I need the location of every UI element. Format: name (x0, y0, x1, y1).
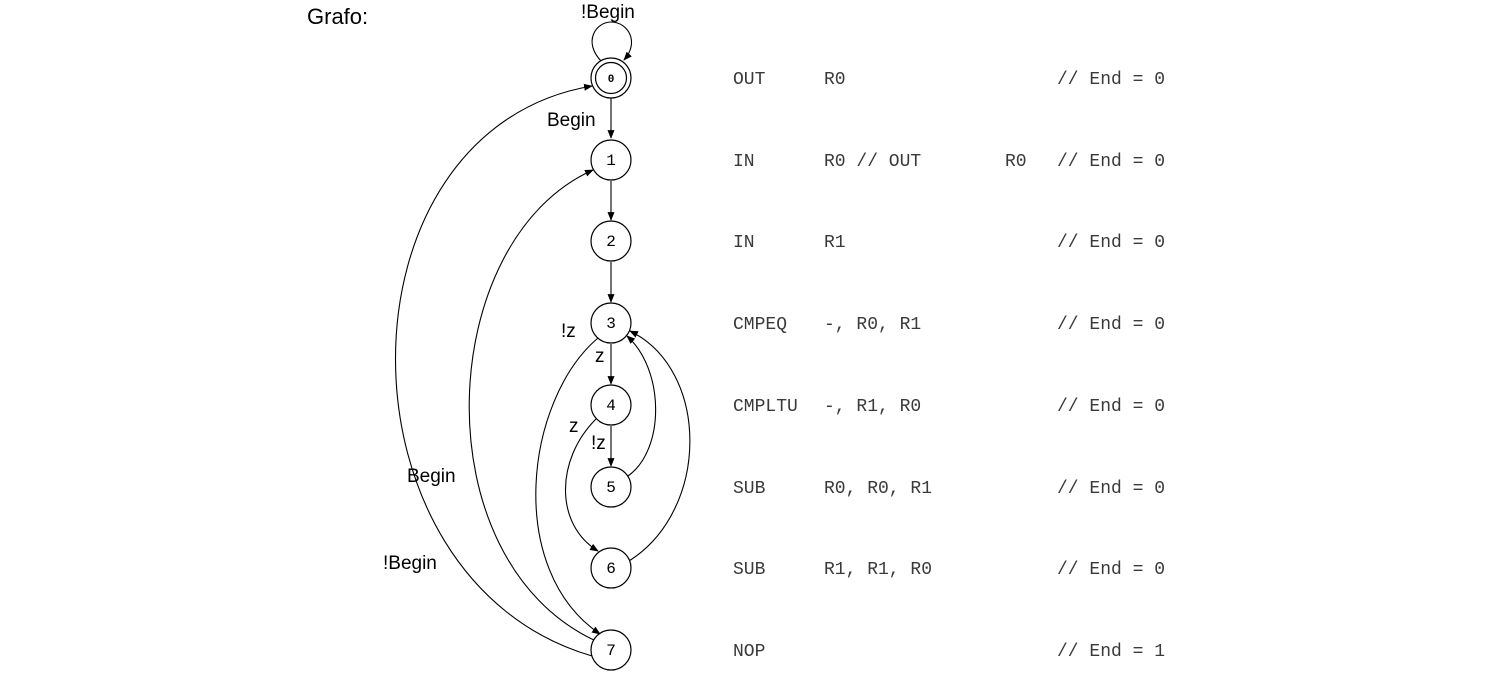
edge-label-0-1: Begin (547, 110, 596, 131)
state-0-inner-circle (594, 61, 628, 95)
state-6-circle (590, 547, 632, 589)
edge-6-3 (628, 330, 691, 562)
state-1-label: 1 (606, 152, 616, 170)
code-comment: // End = 0 (1057, 560, 1165, 580)
state-3: 3 (590, 302, 632, 344)
code-op: SUB (733, 560, 766, 580)
edge-3-7 (535, 337, 601, 635)
state-0: 0 (590, 57, 632, 99)
state-2-label: 2 (606, 233, 616, 251)
code-line-2: IN R1 // End = 0 (733, 233, 1165, 253)
edges (394, 21, 691, 657)
code-comment: // End = 0 (1057, 315, 1165, 335)
state-3-label: 3 (606, 315, 616, 333)
code-listing: OUT R0 // End = 0 IN R0 // OUT R0 // End… (733, 70, 1165, 662)
edge-5-3 (626, 335, 657, 477)
state-3-circle (590, 302, 632, 344)
edge-label-4-5: !z (591, 433, 606, 454)
edge-label-4-6: z (569, 416, 579, 437)
state-4-circle (590, 384, 632, 426)
code-comment: // End = 0 (1057, 152, 1165, 172)
code-args: R1, R1, R0 (824, 560, 932, 580)
code-line-5: SUB R0, R0, R1 // End = 0 (733, 479, 1165, 499)
state-2: 2 (590, 220, 632, 262)
code-comment: // End = 0 (1057, 233, 1165, 253)
code-line-1: IN R0 // OUT R0 // End = 0 (733, 152, 1165, 172)
edge-7-0 (394, 83, 593, 657)
edge-label-self-0: !Begin (581, 2, 635, 23)
graph-title: Grafo: (307, 4, 368, 29)
state-0-label: 0 (608, 74, 615, 86)
edge-label-7-0: !Begin (383, 553, 437, 574)
code-comment: // End = 0 (1057, 397, 1165, 417)
code-comment: // End = 1 (1057, 642, 1165, 662)
code-line-7: NOP // End = 1 (733, 642, 1165, 662)
code-args: -, R1, R0 (824, 397, 921, 417)
state-4: 4 (590, 384, 632, 426)
code-args: R0, R0, R1 (824, 479, 932, 499)
state-5-label: 5 (606, 479, 616, 497)
edge-labels: !Begin Begin !z z z !z Begin !Begin (383, 2, 635, 574)
code-line-0: OUT R0 // End = 0 (733, 70, 1165, 90)
code-comment: // End = 0 (1057, 479, 1165, 499)
state-2-circle (590, 220, 632, 262)
code-args: R0 // OUT (824, 152, 921, 172)
edge-label-3-7: !z (561, 321, 576, 342)
code-line-6: SUB R1, R1, R0 // End = 0 (733, 560, 1165, 580)
code-op: SUB (733, 479, 766, 499)
state-7: 7 (590, 629, 632, 671)
edge-label-7-1: Begin (407, 466, 456, 487)
edge-label-3-4: z (595, 346, 605, 367)
state-6-label: 6 (606, 560, 616, 578)
state-1-circle (590, 139, 632, 181)
state-5-circle (590, 466, 632, 508)
states: 0 1 2 3 4 5 6 7 (590, 57, 632, 671)
state-4-label: 4 (606, 397, 616, 415)
code-extra: R0 (1005, 152, 1027, 172)
code-op: IN (733, 233, 755, 253)
code-args: -, R0, R1 (824, 315, 921, 335)
code-op: CMPEQ (733, 315, 787, 335)
state-5: 5 (590, 466, 632, 508)
edge-7-1 (468, 169, 597, 642)
state-6: 6 (590, 547, 632, 589)
edge-4-6 (564, 418, 599, 552)
state-1: 1 (590, 139, 632, 181)
code-op: NOP (733, 642, 765, 662)
state-7-label: 7 (606, 642, 616, 660)
code-op: OUT (733, 70, 766, 90)
code-args: R1 (824, 233, 846, 253)
code-line-4: CMPLTU -, R1, R0 // End = 0 (733, 397, 1165, 417)
code-op: IN (733, 152, 755, 172)
state-7-circle (590, 629, 632, 671)
code-args: R0 (824, 70, 846, 90)
code-line-3: CMPEQ -, R0, R1 // End = 0 (733, 315, 1165, 335)
edge-0-0 (591, 21, 633, 63)
code-op: CMPLTU (733, 397, 798, 417)
code-comment: // End = 0 (1057, 70, 1165, 90)
